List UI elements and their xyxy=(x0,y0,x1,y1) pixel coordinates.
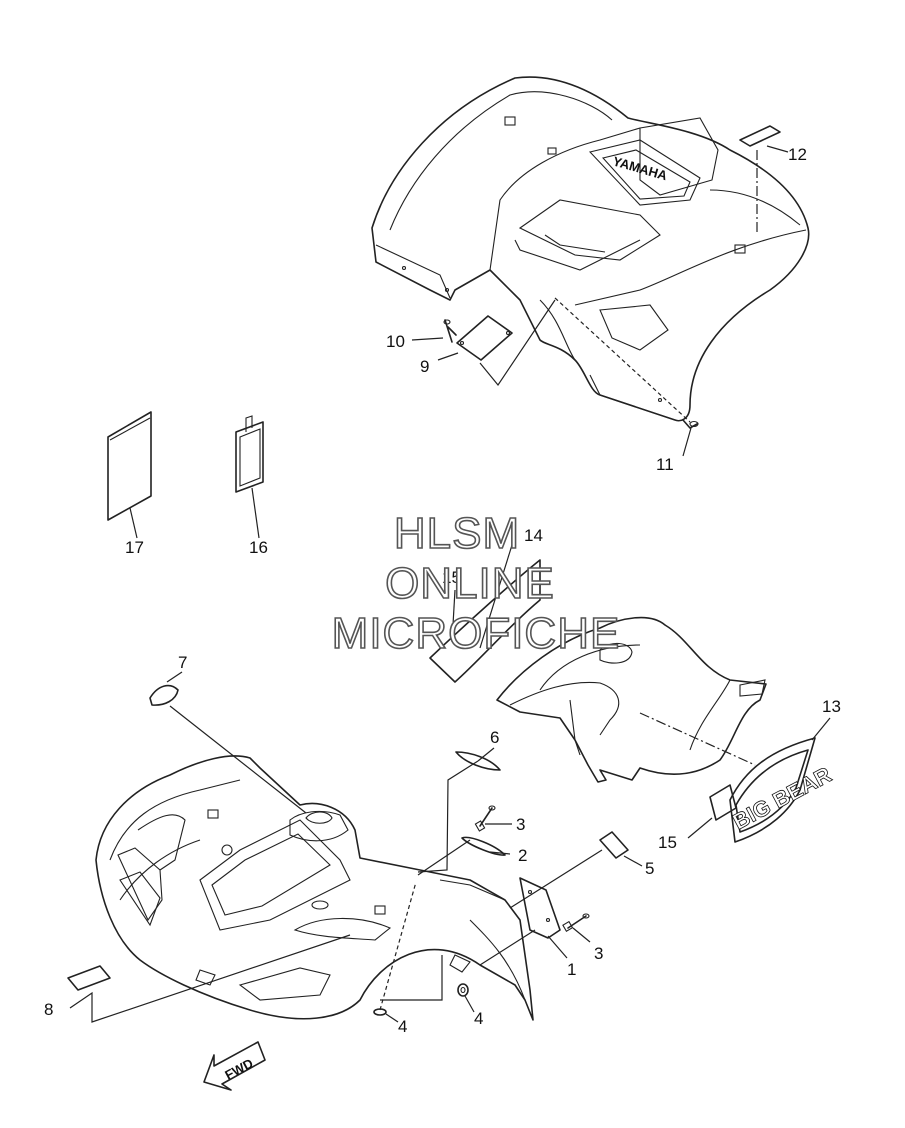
bolt-10 xyxy=(411,319,457,343)
callout-1: 1 xyxy=(567,960,576,979)
watermark-line-1: HLSM xyxy=(394,509,520,558)
fwd-arrow: FWD xyxy=(203,1041,266,1091)
nut-4a xyxy=(373,881,417,1023)
callout-4-left: 4 xyxy=(398,1017,407,1036)
callout-2: 2 xyxy=(518,846,527,865)
callout-11: 11 xyxy=(656,455,674,474)
label-12 xyxy=(739,125,789,232)
callout-14: 14 xyxy=(524,526,543,545)
callout-16: 16 xyxy=(249,538,268,557)
decal-13: BIG BEAR xyxy=(728,717,836,843)
plate-1 xyxy=(479,877,568,966)
label-8 xyxy=(67,934,351,1023)
plate-9 xyxy=(437,299,556,387)
rear-fender: YAMAHA xyxy=(371,76,810,422)
callout-10: 10 xyxy=(386,332,405,351)
bolt-3a xyxy=(474,805,512,832)
callout-12: 12 xyxy=(788,145,807,164)
strip-decal-14-15 xyxy=(429,544,541,683)
decal-2 xyxy=(417,836,511,876)
clip-11 xyxy=(554,297,699,457)
bolt-3b xyxy=(562,913,591,943)
watermark-line-3: MICROFICHE xyxy=(332,609,621,658)
watermark-line-2: ONLINE xyxy=(385,559,555,608)
label-5 xyxy=(509,831,643,909)
callout-8: 8 xyxy=(44,1000,53,1019)
callout-15-top: 15 xyxy=(442,568,461,587)
callout-numbers: 12 10 9 11 17 16 14 15 7 13 6 3 15 2 5 3… xyxy=(44,145,841,1036)
callout-6: 6 xyxy=(490,728,499,747)
decal-6 xyxy=(417,747,501,873)
callout-17: 17 xyxy=(125,538,144,557)
callout-15-bottom: 15 xyxy=(658,833,677,852)
cap-7 xyxy=(149,671,307,814)
watermark: HLSM ONLINE MICROFICHE xyxy=(331,508,621,659)
tag-16 xyxy=(235,415,264,539)
nut-4b xyxy=(457,983,475,1013)
decal-13-text: BIG BEAR xyxy=(729,762,836,835)
manual-17 xyxy=(107,411,152,539)
callout-13: 13 xyxy=(822,697,841,716)
callout-3-lower: 3 xyxy=(594,944,603,963)
decal-15-small xyxy=(687,784,737,839)
callout-3-upper: 3 xyxy=(516,815,525,834)
tank-cover xyxy=(496,616,767,783)
front-fender xyxy=(95,755,534,1021)
callout-9: 9 xyxy=(420,357,429,376)
callout-5: 5 xyxy=(645,859,654,878)
callout-7: 7 xyxy=(178,653,187,672)
callout-4-right: 4 xyxy=(474,1009,483,1028)
